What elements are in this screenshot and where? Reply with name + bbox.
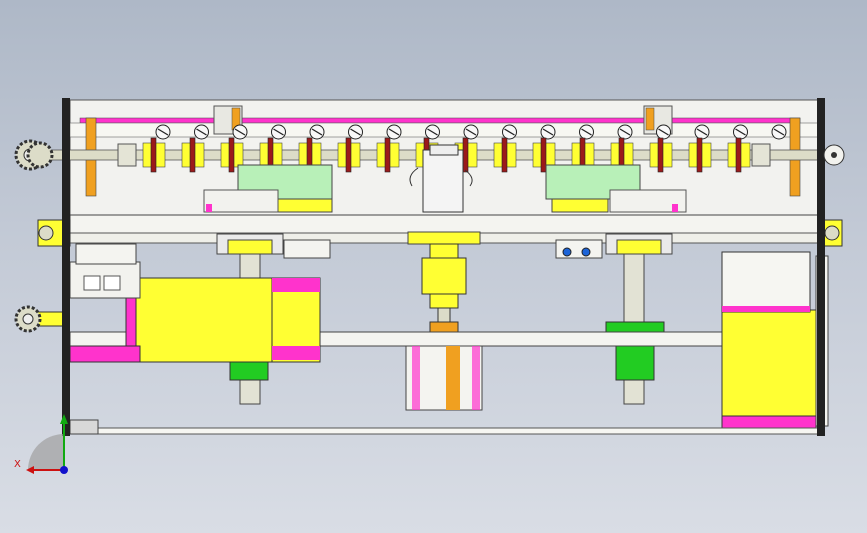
coordinate-triad: X <box>14 414 68 474</box>
sensor-box <box>422 149 464 213</box>
x-axis-label: X <box>14 459 21 470</box>
left-gearbox-cap-2 <box>103 275 121 291</box>
base-rail <box>69 427 821 435</box>
blue-nut-2 <box>581 247 591 257</box>
cutter-disc <box>688 137 712 173</box>
screw-head <box>540 124 556 140</box>
screw-head <box>502 124 517 140</box>
yellow-pad-left <box>277 198 333 213</box>
sprocket-right <box>823 144 845 166</box>
base-plate-left <box>203 189 279 213</box>
center-orange-nut <box>429 321 459 333</box>
cutter-disc <box>649 137 673 173</box>
green-bushing-right-top <box>605 321 665 333</box>
right-frame-post <box>817 98 825 436</box>
triad-shadow <box>28 434 64 470</box>
screw-head <box>617 124 633 140</box>
base-plate-right <box>609 189 687 213</box>
cutter-disc <box>532 137 556 173</box>
screw-head <box>425 124 440 140</box>
screw-head <box>694 124 710 140</box>
end-roller-left-hub <box>38 225 54 241</box>
right-motor-band <box>722 306 810 312</box>
cutter-disc <box>259 137 283 173</box>
left-motor-body <box>131 277 273 363</box>
left-lower-magenta <box>69 345 141 363</box>
screw-row <box>155 124 787 140</box>
clamp-right-inner <box>616 239 662 255</box>
sprocket-left-lower <box>14 305 42 333</box>
cutter-disc <box>337 137 361 173</box>
left-gearbox-top <box>75 243 137 265</box>
cutter-disc <box>181 137 205 173</box>
screw-head <box>155 124 171 140</box>
cross-plate <box>69 214 821 234</box>
cutter-disc <box>142 137 166 173</box>
shaft-collar-left <box>117 143 137 167</box>
screw-head <box>579 124 594 140</box>
center-cylinder-top <box>429 243 459 259</box>
screw-head <box>194 124 209 140</box>
clamp-center <box>407 231 481 245</box>
screw-head <box>463 124 479 140</box>
cutter-disc <box>727 137 751 173</box>
right-motor-head <box>721 251 811 313</box>
cutter-disc <box>376 137 400 173</box>
cutter-disc <box>571 137 595 173</box>
center-rod <box>437 307 451 323</box>
left-motor-magenta-1 <box>272 278 320 292</box>
screw-head <box>271 124 286 140</box>
sensor-box-top <box>429 144 459 156</box>
end-roller-right-hub <box>824 225 840 241</box>
right-motor-body <box>721 309 817 423</box>
center-bottom-stripe-1 <box>412 346 420 410</box>
left-motor-magenta-2 <box>272 346 320 360</box>
shaft-collar-right <box>751 143 771 167</box>
screw-head <box>348 124 363 140</box>
center-bottom-stripe-2 <box>446 346 460 410</box>
cutter-disc <box>220 137 244 173</box>
screw-head <box>733 124 748 140</box>
magenta-strip-right <box>672 204 678 212</box>
bracket-plate-left <box>283 239 331 259</box>
screw-head <box>309 124 325 140</box>
left-gearbox-cap-1 <box>83 275 101 291</box>
magenta-strip-left <box>206 204 212 212</box>
machine-assembly <box>14 98 845 436</box>
sensor-cable <box>409 167 419 187</box>
left-frame-post <box>62 98 70 436</box>
center-bottom-stripe-3 <box>472 346 480 410</box>
right-motor-base <box>721 415 817 429</box>
x-axis-arrow <box>26 466 34 474</box>
center-cylinder-body <box>421 257 467 295</box>
green-block-left <box>237 164 333 200</box>
center-cylinder-neck <box>429 293 459 309</box>
blue-nut-1 <box>562 247 572 257</box>
bracket-plate-right <box>555 239 603 259</box>
top-magenta-rail <box>79 117 801 124</box>
sprocket-left-upper <box>14 139 54 171</box>
cutter-disc-row <box>142 137 751 173</box>
base-foot-left <box>69 419 99 435</box>
screw-head <box>386 124 402 140</box>
y-axis-arrow <box>60 414 68 424</box>
yellow-pad-right <box>551 198 609 213</box>
screw-head <box>656 124 671 140</box>
green-bushing-right <box>615 339 655 381</box>
cutter-disc <box>493 137 517 173</box>
clamp-left-inner <box>227 239 273 255</box>
sensor-cable-2 <box>464 169 473 187</box>
screw-head <box>232 124 248 140</box>
top-bracket-right-orange <box>645 107 655 131</box>
screw-head <box>771 124 787 140</box>
z-axis-dot <box>60 466 68 474</box>
